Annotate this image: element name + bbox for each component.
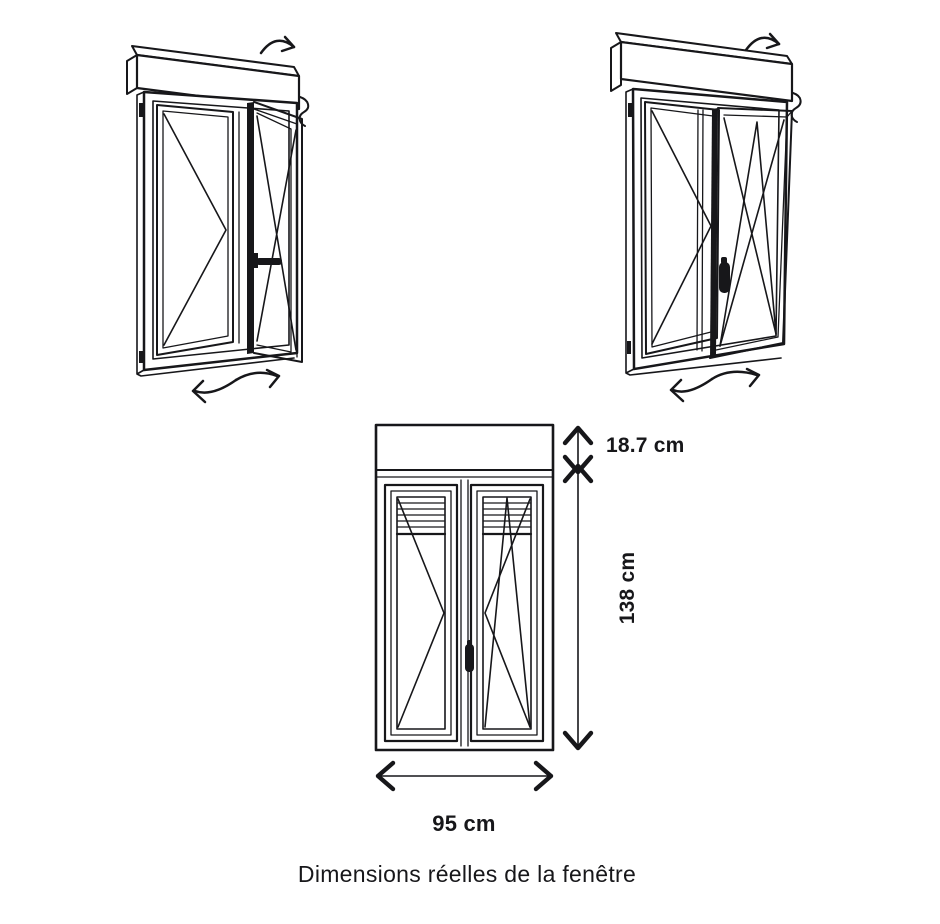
roller-shutter-box	[126, 45, 301, 111]
swing-arrows-icon	[669, 367, 761, 403]
turn-opening-symbol	[484, 498, 531, 728]
left-sash	[383, 483, 459, 743]
right-sash	[469, 483, 545, 743]
window-frame	[374, 423, 555, 752]
left-sash-closed	[156, 104, 240, 356]
front-view-dimensioned	[374, 423, 594, 792]
swing-arrows-icon	[191, 368, 281, 404]
turn-opening-symbol	[397, 498, 445, 728]
shutter-strap-hook	[298, 96, 310, 127]
handle	[719, 257, 730, 293]
roller-shutter-box	[610, 32, 794, 103]
rotation-arrow-icon	[259, 35, 296, 55]
shutter-slats	[397, 502, 445, 528]
handle	[465, 640, 474, 672]
rotation-arrow-icon	[744, 32, 781, 52]
perspective-view-swing-open	[126, 35, 310, 404]
right-sash-tilted	[709, 107, 793, 359]
window-height-label: 138 cm	[616, 551, 639, 625]
window-frame	[136, 90, 299, 377]
handle	[250, 253, 282, 268]
right-sash-open	[247, 101, 303, 363]
window-width-label: 95 cm	[432, 811, 496, 836]
window-frame	[625, 87, 789, 376]
tilt-opening-symbol	[484, 497, 531, 728]
width-dimension-arrow	[375, 760, 554, 792]
perspective-view-tilt-open	[610, 32, 802, 403]
shutter-strap-hook	[790, 92, 802, 123]
shutter-box-height-label: 18.7 cm	[606, 434, 685, 457]
figure-caption: Dimensions réelles de la fenêtre	[297, 861, 637, 887]
height-dimension-arrow	[562, 463, 594, 751]
